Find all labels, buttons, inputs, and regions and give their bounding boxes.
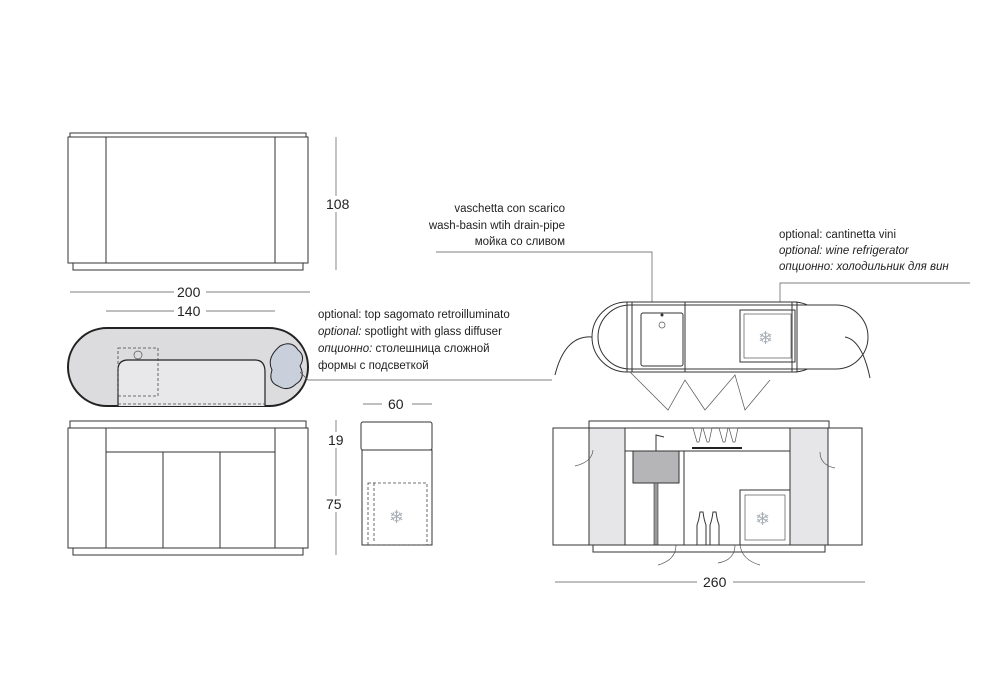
bottles-icon <box>696 511 720 546</box>
dimension-width-200: 200 <box>177 284 201 300</box>
svg-text:optional: cantinetta vini: optional: cantinetta vini <box>779 229 896 241</box>
svg-text:wash-basin wtih drain-pipe: wash-basin wtih drain-pipe <box>428 220 565 232</box>
dimension-height-75: 75 <box>326 496 342 512</box>
wine-glasses-icon <box>692 427 742 449</box>
snowflake-icon: ❄ <box>758 328 773 348</box>
dimension-height-108: 108 <box>326 196 350 212</box>
svg-text:vaschetta con scarico: vaschetta con scarico <box>454 203 565 215</box>
width-dimensions: 200 140 <box>70 284 310 319</box>
dimension-width-260: 260 <box>703 574 727 590</box>
wine-fridge-annotation: optional: cantinetta vini optional: wine… <box>779 229 970 310</box>
open-plan-view: ❄ <box>554 301 871 411</box>
back-elevation: 108 <box>67 132 352 271</box>
snowflake-icon: ❄ <box>389 507 404 527</box>
side-elevation: 60 ❄ <box>360 396 433 546</box>
plan-view <box>67 327 309 407</box>
front-elevation: 19 75 <box>67 420 350 556</box>
svg-text:optional: spotlight with glass: optional: spotlight with glass diffuser <box>318 326 502 338</box>
sink-annotation: vaschetta con scarico wash-basin wtih dr… <box>428 203 653 320</box>
dimension-height-19: 19 <box>328 432 344 448</box>
svg-text:формы с подсветкой: формы с подсветкой <box>318 360 429 372</box>
svg-text:мойка со сливом: мойка со сливом <box>475 236 565 248</box>
svg-text:опционно: столешница сложной: опционно: столешница сложной <box>318 343 490 355</box>
snowflake-icon: ❄ <box>755 509 770 529</box>
dimension-width-140: 140 <box>177 303 201 319</box>
top-light-annotation: optional: top sagomato retroilluminato o… <box>299 309 552 381</box>
svg-text:optional: top sagomato retroil: optional: top sagomato retroilluminato <box>318 309 510 321</box>
svg-text:опционно: холодильник для вин: опционно: холодильник для вин <box>779 261 949 273</box>
svg-text:optional: wine refrigerator: optional: wine refrigerator <box>779 245 910 257</box>
dimension-depth-60: 60 <box>388 396 404 412</box>
open-front-elevation: ❄ 260 <box>552 420 865 590</box>
